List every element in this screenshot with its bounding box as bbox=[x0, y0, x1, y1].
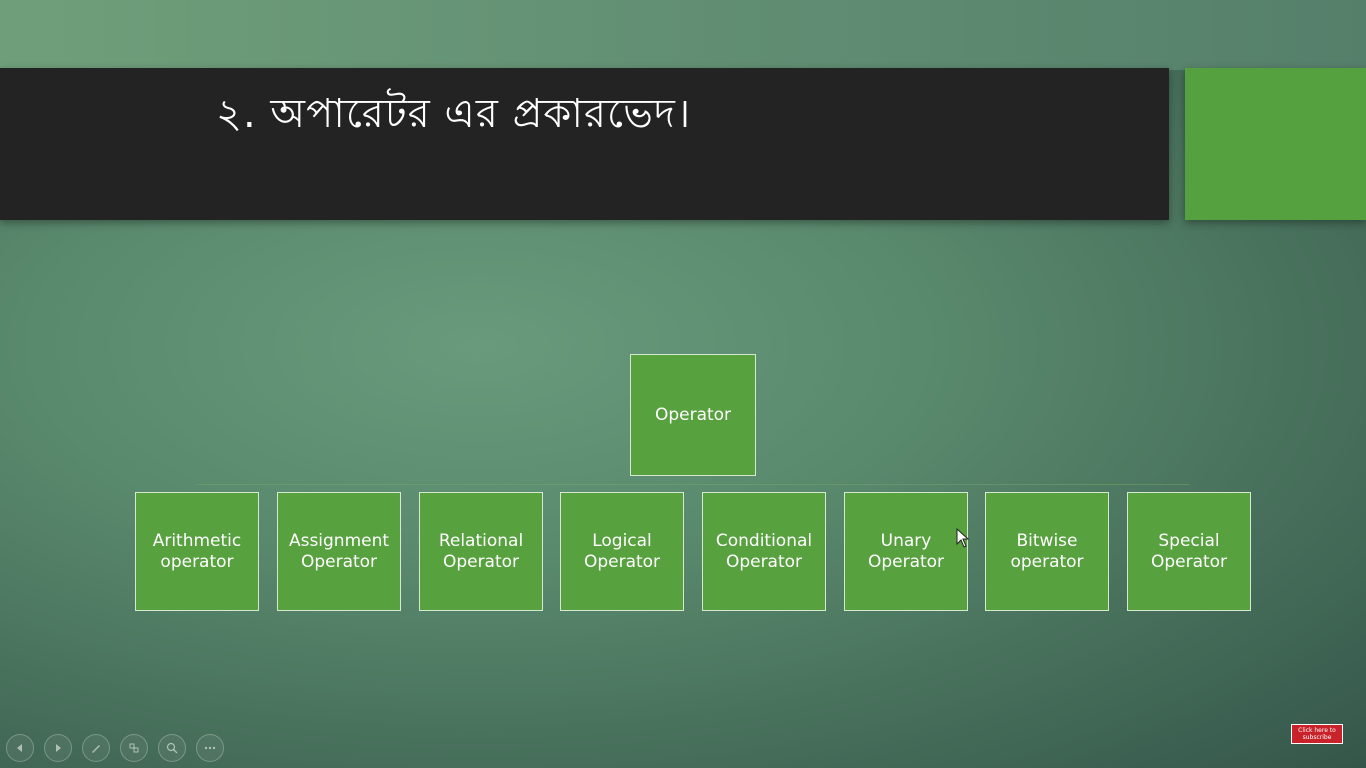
node-label-line2: operator bbox=[160, 551, 234, 572]
node-label-line2: Operator bbox=[583, 551, 661, 572]
node-label-line1: Assignment bbox=[288, 530, 390, 551]
node-label-line1: Bitwise bbox=[1016, 530, 1078, 551]
node-relational-operator: Relational Operator bbox=[419, 492, 543, 611]
node-unary-operator: Unary Operator bbox=[844, 492, 968, 611]
node-label-line2: Operator bbox=[300, 551, 378, 572]
slides-grid-icon[interactable] bbox=[120, 734, 148, 762]
node-label-line1: Unary bbox=[880, 530, 932, 551]
node-label-line1: Logical bbox=[592, 530, 652, 551]
node-special-operator: Special Operator bbox=[1127, 492, 1251, 611]
previous-slide-icon[interactable] bbox=[6, 734, 34, 762]
zoom-icon[interactable] bbox=[158, 734, 186, 762]
pen-icon[interactable] bbox=[82, 734, 110, 762]
node-label-line2: Operator bbox=[867, 551, 945, 572]
node-arithmetic-operator: Arithmetic operator bbox=[135, 492, 259, 611]
slideshow-controls bbox=[6, 734, 224, 762]
mouse-pointer-icon bbox=[956, 528, 970, 548]
node-label-line1: Relational bbox=[438, 530, 524, 551]
subscribe-badge[interactable]: Click here to subscribe bbox=[1291, 724, 1343, 744]
node-label-line2: Operator bbox=[725, 551, 803, 572]
slide-title: ২. অপারেটর এর প্রকারভেদ। bbox=[216, 91, 692, 137]
accent-block bbox=[1185, 68, 1366, 220]
node-label-line2: Operator bbox=[442, 551, 520, 572]
node-label-line2: operator bbox=[1010, 551, 1084, 572]
node-assignment-operator: Assignment Operator bbox=[277, 492, 401, 611]
node-label-line1: Special bbox=[1158, 530, 1220, 551]
more-options-icon[interactable] bbox=[196, 734, 224, 762]
diagram-connector bbox=[197, 484, 1190, 485]
subscribe-line1: Click here to bbox=[1298, 727, 1336, 734]
node-conditional-operator: Conditional Operator bbox=[702, 492, 826, 611]
next-slide-icon[interactable] bbox=[44, 734, 72, 762]
title-bar bbox=[0, 68, 1169, 220]
node-logical-operator: Logical Operator bbox=[560, 492, 684, 611]
slide-background-top bbox=[0, 0, 1366, 70]
node-label-line1: Arithmetic bbox=[152, 530, 242, 551]
subscribe-line2: subscribe bbox=[1302, 734, 1332, 741]
node-bitwise-operator: Bitwise operator bbox=[985, 492, 1109, 611]
diagram-root-node: Operator bbox=[630, 354, 756, 476]
node-label-line2: Operator bbox=[1150, 551, 1228, 572]
node-label-line1: Conditional bbox=[715, 530, 813, 551]
root-node-label: Operator bbox=[654, 404, 732, 425]
